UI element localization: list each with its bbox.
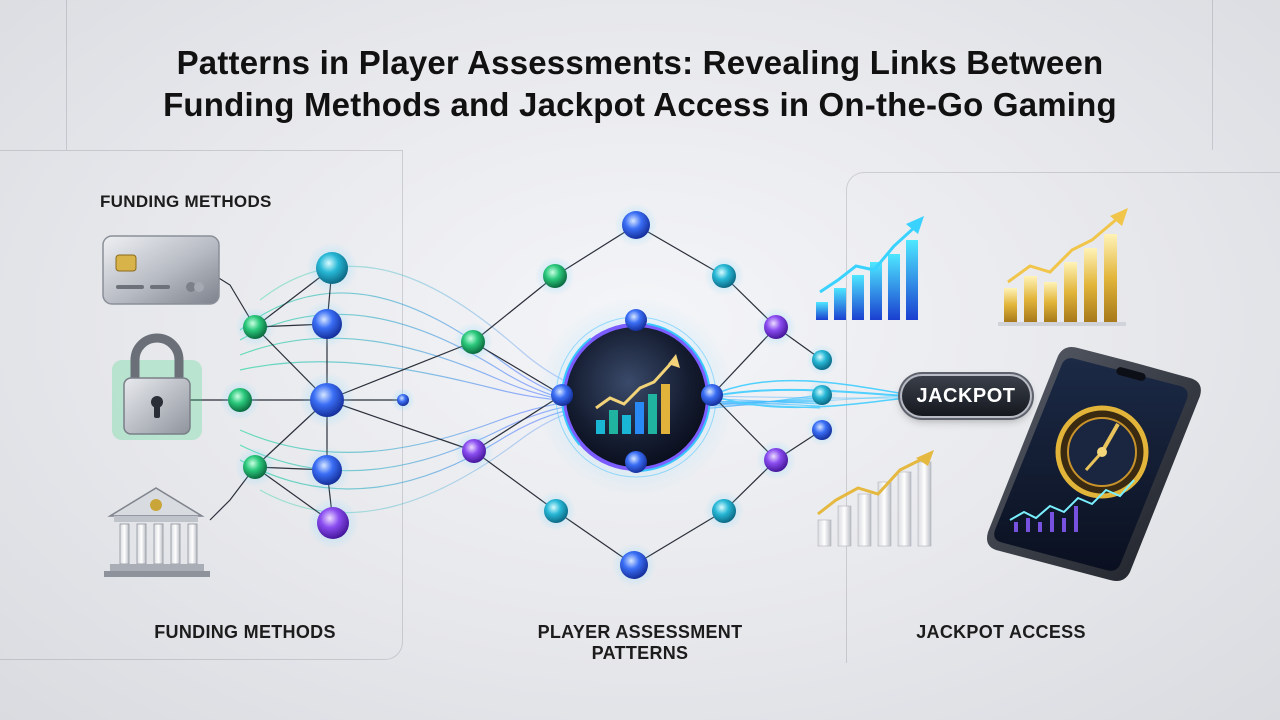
- node-blue-2: [303, 446, 351, 494]
- node-right-3: [806, 414, 838, 446]
- network-nodes: [220, 203, 838, 587]
- player-assessment-caption: PLAYER ASSESSMENT PATTERNS: [500, 622, 780, 664]
- smartphone-icon: [987, 347, 1201, 581]
- node-blue-1: [303, 300, 351, 348]
- node-cyan-top: [306, 242, 358, 294]
- bank-icon: [104, 487, 210, 577]
- node-cyan-2: [704, 256, 744, 296]
- clock-icon: [1055, 405, 1149, 499]
- node-green-2: [220, 380, 260, 420]
- blue-growth-chart-icon: [816, 216, 924, 320]
- node-blue-bottom: [612, 543, 656, 587]
- gold-growth-chart-icon: [998, 208, 1128, 326]
- node-cyan-1: [536, 491, 576, 531]
- funding-methods-heading: FUNDING METHODS: [100, 192, 272, 211]
- right-panel-frame: [846, 172, 1280, 663]
- funding-methods-caption: FUNDING METHODS: [154, 622, 336, 642]
- node-right-2: [806, 379, 838, 411]
- silver-growth-chart-icon: [817, 450, 934, 547]
- title-guide-left: [66, 0, 67, 150]
- title-line-1: Patterns in Player Assessments: Revealin…: [176, 44, 1104, 81]
- jackpot-access-caption: JACKPOT ACCESS: [916, 622, 1086, 642]
- title-guide-right: [1212, 0, 1213, 150]
- node-green-1: [235, 307, 275, 347]
- credit-card-icon: [102, 235, 220, 305]
- padlock-icon: [112, 333, 202, 440]
- node-green-5: [535, 256, 575, 296]
- assessment-hub: [536, 297, 736, 497]
- node-green-4: [453, 322, 493, 362]
- node-cyan-3: [704, 491, 744, 531]
- node-purple-2: [756, 307, 796, 347]
- title-line-2: Funding Methods and Jackpot Access in On…: [163, 86, 1117, 123]
- node-purple-3: [756, 440, 796, 480]
- node-blue-center: [299, 372, 355, 428]
- node-right-1: [806, 344, 838, 376]
- node-green-3: [235, 447, 275, 487]
- node-purple-1: [454, 431, 494, 471]
- jackpot-badge: JACKPOT: [902, 376, 1030, 416]
- growth-chart-icon: [595, 354, 680, 434]
- node-purple-bottom: [307, 497, 359, 549]
- player-assessment-line-1: PLAYER ASSESSMENT: [537, 622, 743, 642]
- player-assessment-line-2: PATTERNS: [591, 643, 689, 663]
- node-blue-top: [614, 203, 658, 247]
- page-title: Patterns in Player Assessments: Revealin…: [0, 42, 1280, 126]
- node-small-blue: [391, 388, 415, 412]
